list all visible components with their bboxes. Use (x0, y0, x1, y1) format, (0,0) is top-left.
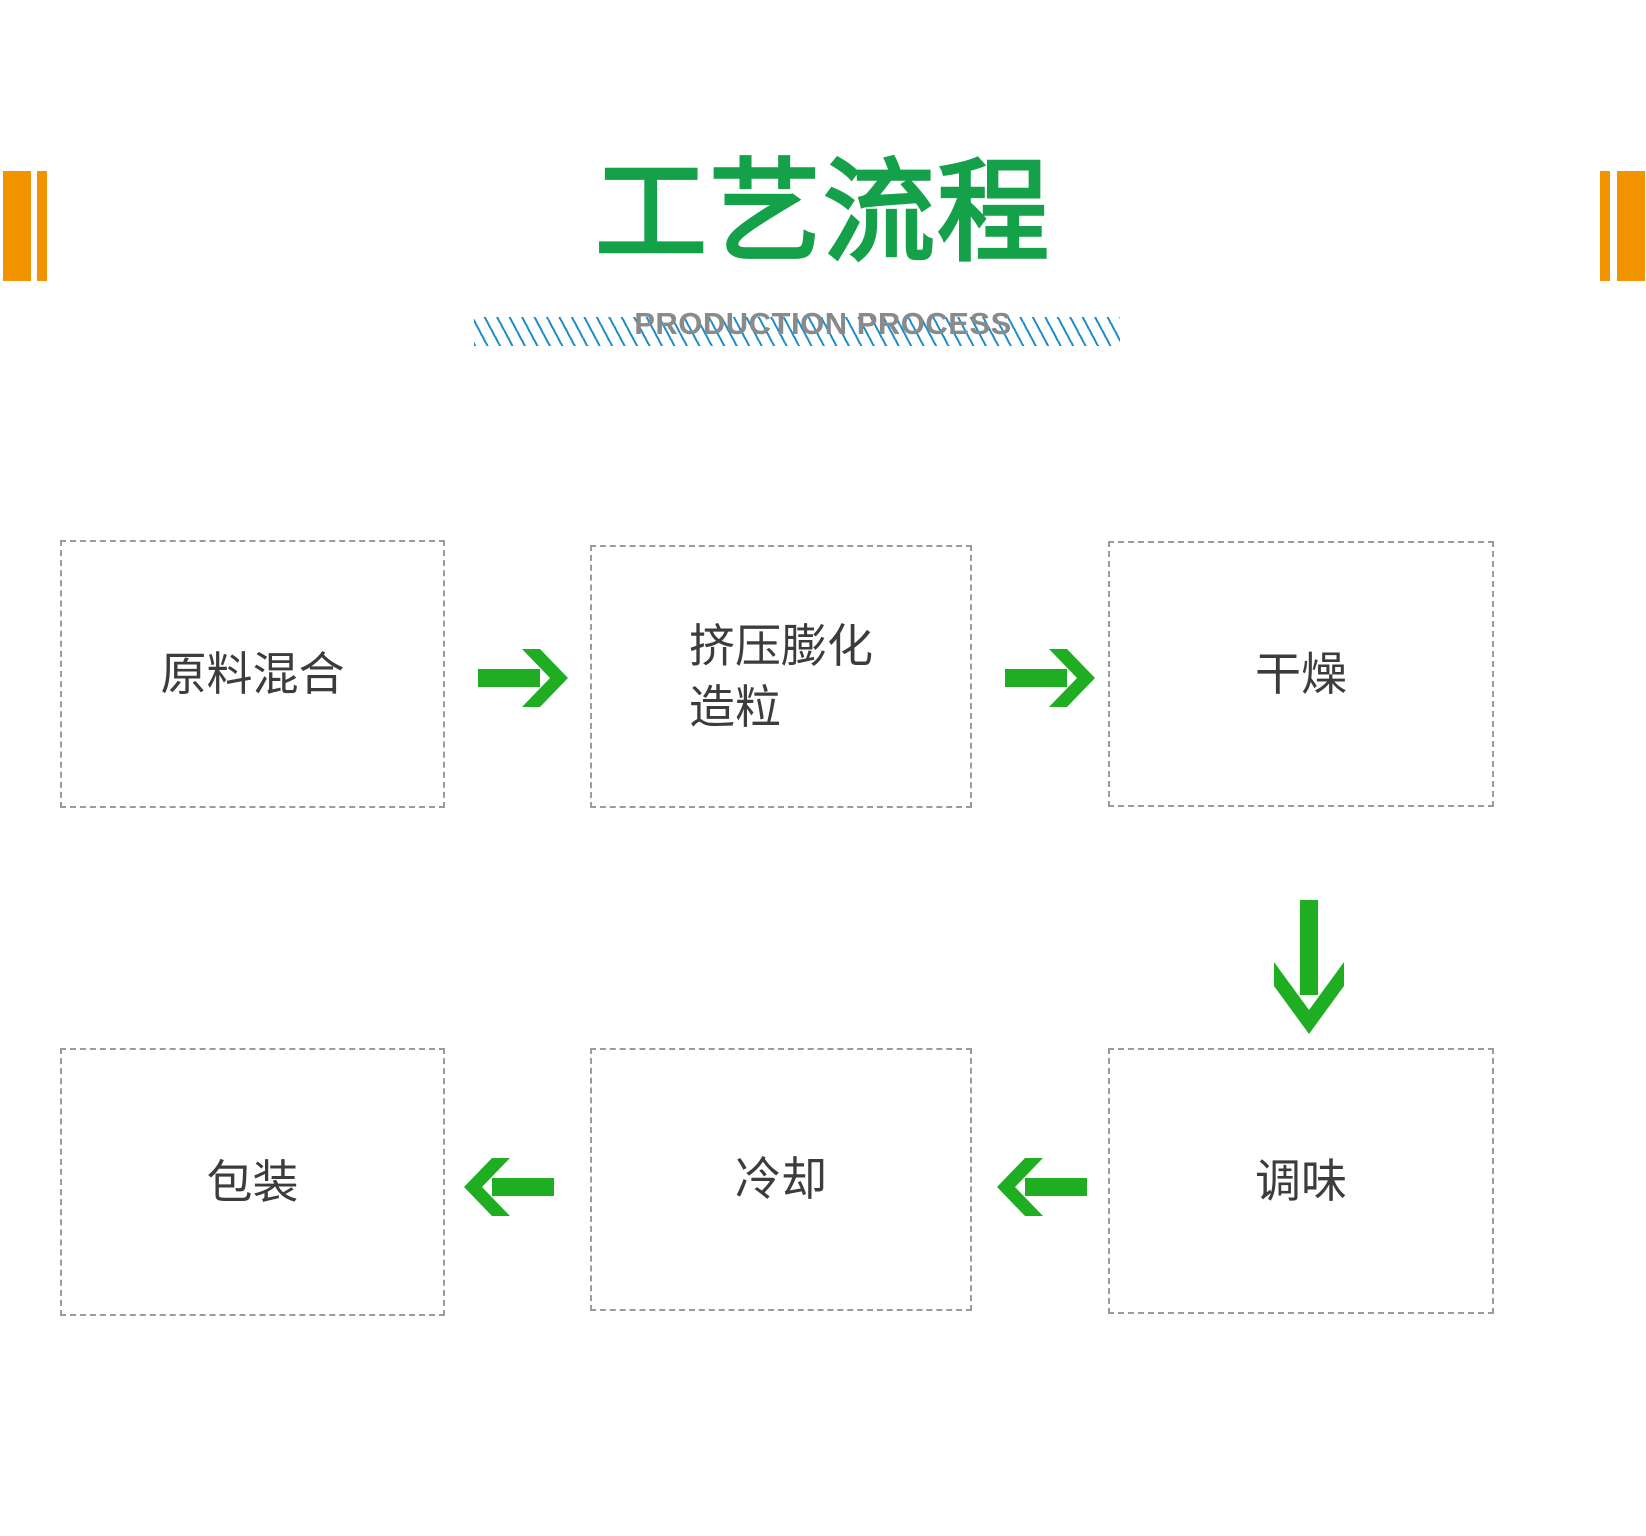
flow-step-drying[interactable]: 干燥 (1108, 541, 1494, 807)
flow-step-label: 干燥 (1255, 647, 1347, 700)
page-subtitle: PRODUCTION PROCESS (634, 306, 1012, 341)
hatch-pattern-decoration (474, 317, 1120, 346)
flow-step-label: 挤压膨化 造粒 (689, 619, 873, 733)
arrow-left-icon (462, 1148, 554, 1226)
header-decoration-left (0, 171, 56, 281)
decoration-bar-thin-left (37, 171, 47, 281)
flow-step-seasoning[interactable]: 调味 (1108, 1048, 1494, 1314)
flow-step-label: 冷却 (735, 1153, 827, 1206)
decoration-bar-wide-left (3, 171, 31, 281)
page-title: 工艺流程 (595, 150, 1051, 275)
arrow-down-icon (1270, 900, 1348, 1036)
arrow-left-icon (995, 1148, 1087, 1226)
flow-step-label: 调味 (1255, 1154, 1347, 1207)
arrow-right-icon (478, 639, 570, 717)
arrow-right-icon (1005, 639, 1097, 717)
flow-step-label: 原料混合 (160, 647, 345, 700)
flow-step-packaging[interactable]: 包装 (60, 1048, 445, 1316)
decoration-bar-thin-right (1600, 171, 1610, 281)
flow-step-extrusion-granulation[interactable]: 挤压膨化 造粒 (590, 545, 972, 808)
header-decoration-right (1592, 171, 1646, 281)
page-subtitle-group: PRODUCTION PROCESS (0, 300, 1646, 348)
decoration-bar-wide-right (1617, 171, 1645, 281)
flow-step-raw-material-mixing[interactable]: 原料混合 (60, 540, 445, 808)
flow-step-label: 包装 (206, 1155, 299, 1208)
flow-step-cooling[interactable]: 冷却 (590, 1048, 972, 1311)
